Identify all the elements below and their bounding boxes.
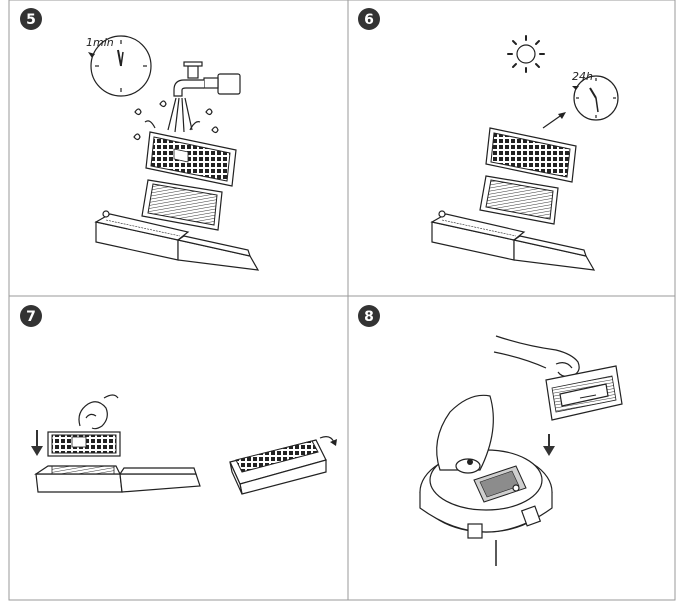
- robot-vacuum-icon: [420, 395, 552, 566]
- hepa-filter: [142, 180, 222, 230]
- arrow-down-icon: [543, 434, 555, 456]
- step-6-panel: 6 24h: [358, 8, 618, 270]
- hepa-filter: [480, 176, 558, 224]
- step-5-number: 5: [26, 12, 36, 28]
- closed-dust-bin: [230, 440, 326, 494]
- dust-bin: [432, 211, 594, 270]
- step-8-badge: 8: [358, 305, 380, 327]
- step-5-badge: 5: [20, 8, 42, 30]
- dust-bin: [36, 466, 200, 492]
- rotate-arrow-icon: [320, 437, 337, 446]
- dust-bin: [546, 366, 622, 420]
- step-6-badge: 6: [358, 8, 380, 30]
- filter-grill: [486, 128, 576, 182]
- step-8-panel: 8: [358, 305, 622, 566]
- filter-grill: [48, 432, 120, 456]
- faucet-icon: [174, 62, 240, 96]
- filter-grill: [146, 132, 236, 186]
- step-6-clock-label: 24h: [572, 70, 593, 83]
- sun-icon: [508, 36, 544, 72]
- step-5-clock-label: 1min: [86, 36, 114, 49]
- hand-icon: [494, 336, 579, 377]
- arrow-icon: [543, 112, 566, 128]
- step-7-number: 7: [26, 309, 36, 325]
- hand-icon: [79, 395, 118, 429]
- step-8-number: 8: [364, 309, 374, 325]
- arrow-down-icon: [31, 430, 43, 456]
- step-7-panel: 7: [20, 305, 337, 494]
- water-stream: [168, 98, 192, 132]
- step-5-panel: 5 1min: [20, 8, 258, 270]
- step-6-number: 6: [364, 12, 374, 28]
- step-7-badge: 7: [20, 305, 42, 327]
